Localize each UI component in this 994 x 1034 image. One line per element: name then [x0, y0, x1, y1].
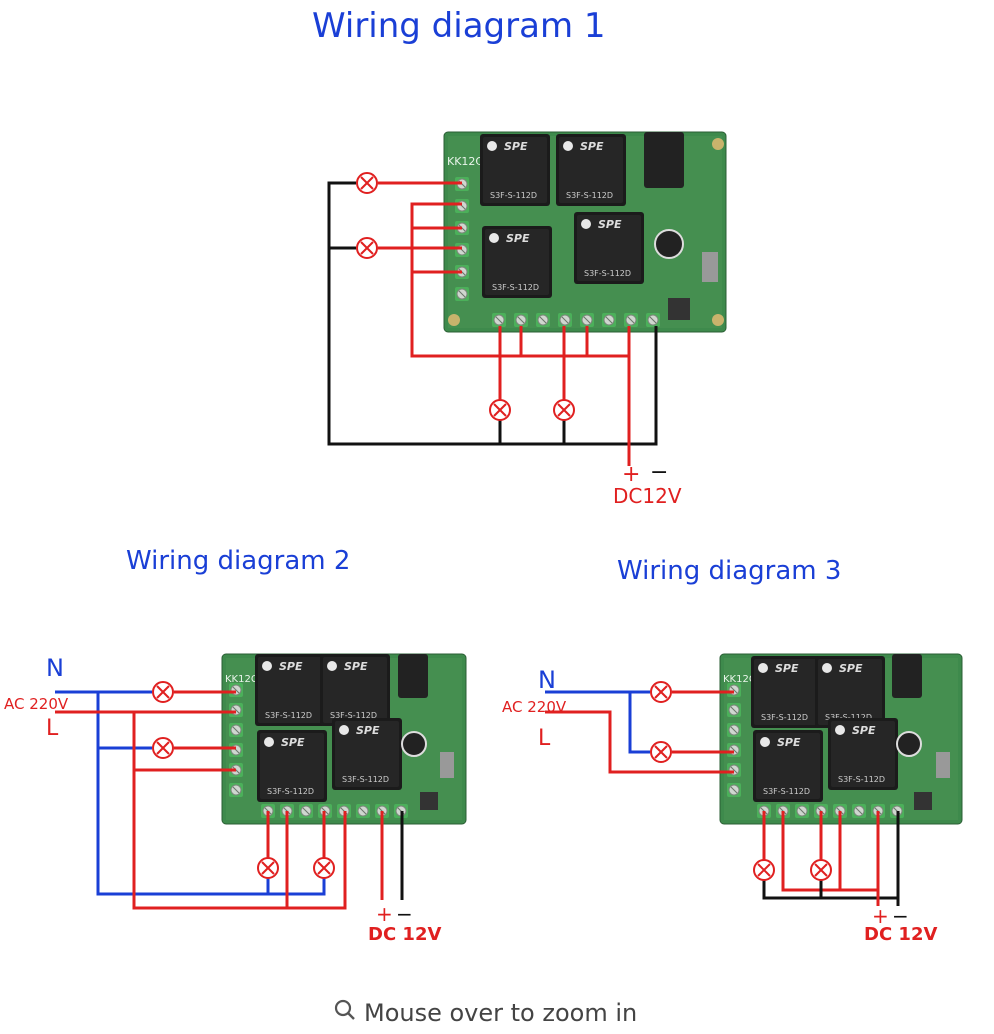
diagram-3-minus-label: − — [892, 904, 909, 928]
diagram-3-plus-label: + — [872, 904, 889, 928]
diagram-2-l-label: L — [46, 716, 59, 741]
diagram-1: KK12C — [327, 131, 727, 466]
diagram-2-ac-label: AC 220V — [4, 695, 69, 713]
diagram-2: KK12C — [55, 653, 467, 910]
diagram-2-title: Wiring diagram 2 — [126, 546, 351, 576]
diagram-3-dc-label: DC 12V — [864, 924, 938, 945]
magnifier-icon — [334, 999, 364, 1027]
board-model-label: KK12C — [447, 155, 483, 168]
diagram-1-title: Wiring diagram 1 — [312, 6, 606, 46]
diagram-3-n-label: N — [538, 666, 556, 694]
diagram-3-l-label: L — [538, 726, 551, 751]
diagram-1-minus-label: − — [650, 460, 669, 485]
relay-board-3: KK12C — [719, 653, 963, 825]
diagram-2-minus-label: − — [396, 902, 413, 926]
zoom-hint[interactable]: Mouse over to zoom in — [334, 996, 637, 1030]
board-model-label: KK12C — [225, 674, 258, 685]
board-model-label: KK12C — [723, 674, 756, 685]
relay-board-2: KK12C — [221, 653, 467, 825]
diagram-2-plus-label: + — [376, 902, 393, 926]
diagram-3: KK12C — [545, 653, 963, 906]
relay-board-1: KK12C — [443, 131, 727, 333]
diagram-3-title: Wiring diagram 3 — [617, 556, 842, 586]
diagram-1-plus-label: + — [622, 462, 641, 487]
diagram-3-ac-label: AC 220V — [502, 698, 567, 716]
diagram-2-dc-label: DC 12V — [368, 924, 442, 945]
zoom-hint-text: Mouse over to zoom in — [364, 999, 638, 1027]
diagram-1-dc-label: DC12V — [613, 484, 682, 508]
diagram-2-n-label: N — [46, 654, 64, 682]
